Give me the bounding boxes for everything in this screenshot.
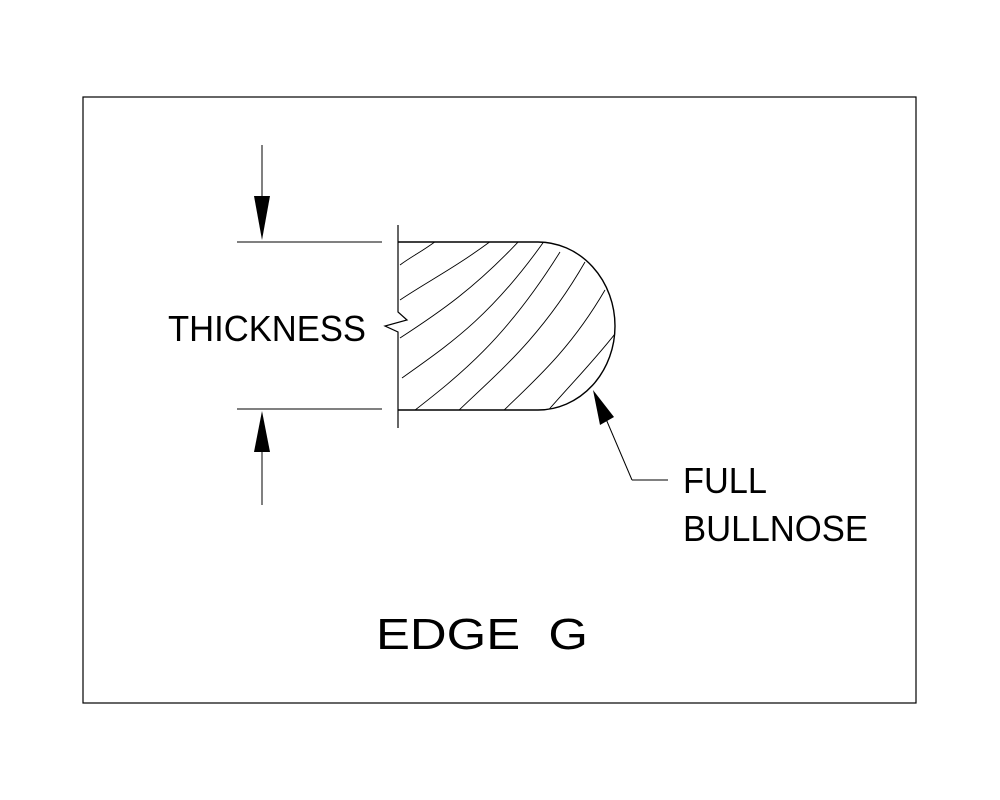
drawing-border — [82, 96, 917, 704]
dimension-arrow-top — [254, 145, 270, 240]
callout-label-line2: BULLNOSE — [683, 508, 868, 549]
dimension-arrow-bottom — [254, 411, 270, 505]
bullnose-leader-arrow — [593, 390, 668, 481]
wood-grain-hatching — [399, 242, 615, 410]
bullnose-edge-profile — [398, 241, 616, 411]
callout-label-line1: FULL — [683, 460, 767, 501]
break-line — [383, 225, 409, 428]
drawing-title: EDGE G — [376, 610, 588, 659]
thickness-label: THICKNESS — [168, 308, 366, 349]
